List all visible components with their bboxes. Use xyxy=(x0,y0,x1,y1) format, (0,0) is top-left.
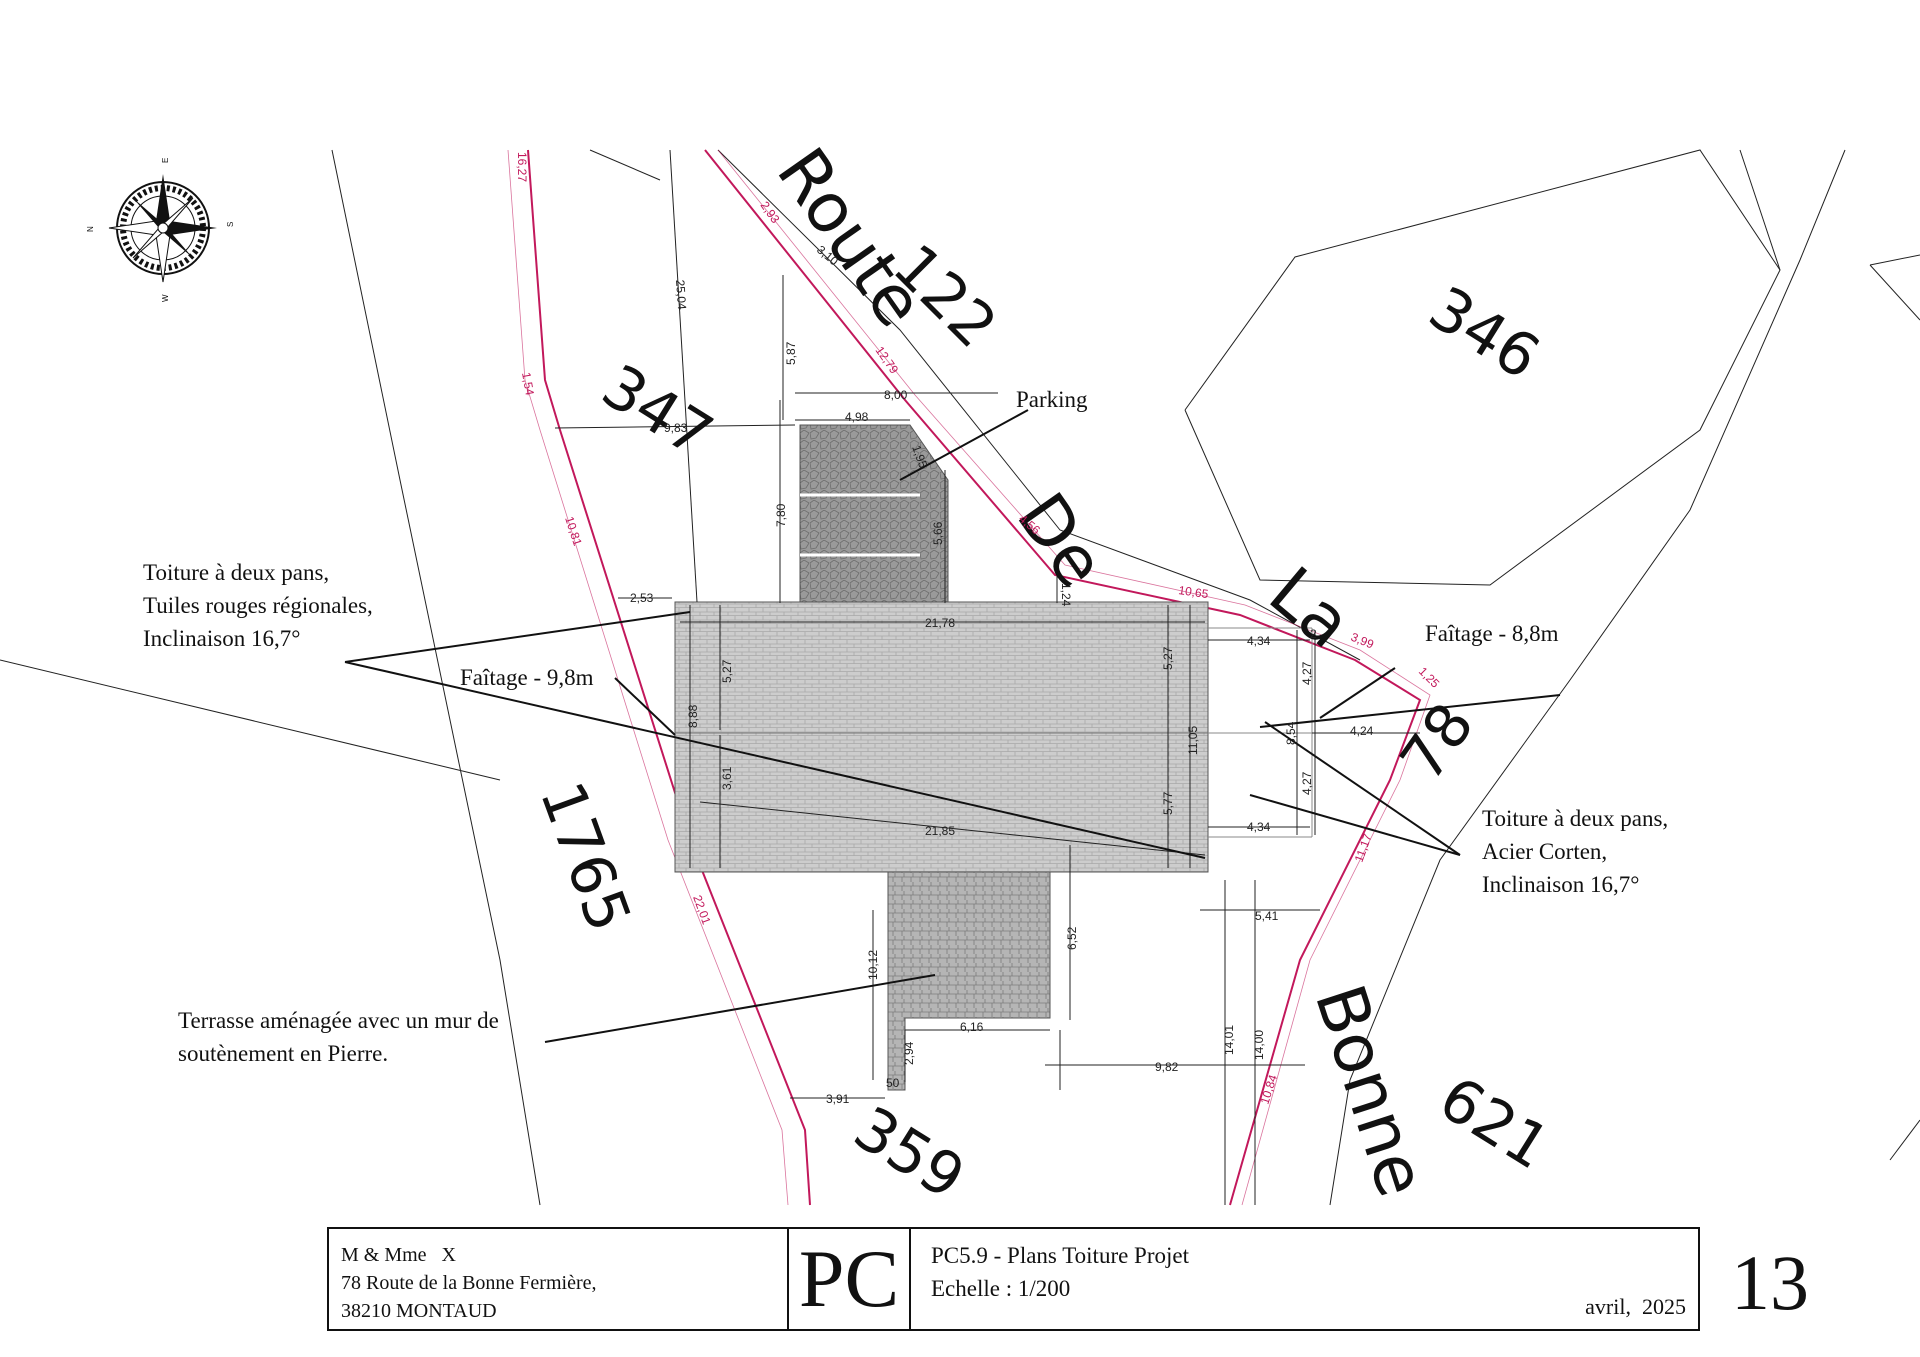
dim-label: 5,27 xyxy=(1161,646,1175,670)
document-scale: Echelle : 1/200 xyxy=(931,1276,1071,1301)
dim-label: 7,80 xyxy=(774,503,788,527)
terrace-note-1: Terrasse aménagée avec un mur de xyxy=(178,1008,499,1033)
dim-label: 4,24 xyxy=(1350,724,1374,738)
boundary-dim-label: 1,54 xyxy=(519,371,537,397)
dim-label: 4,27 xyxy=(1300,771,1314,795)
dim-label: 5,66 xyxy=(931,521,945,545)
dim-label: 11,05 xyxy=(1186,726,1200,755)
dim-label: 3,91 xyxy=(826,1092,850,1106)
road-word-bonne: Bonne xyxy=(1299,976,1441,1206)
roof-left-note-2: Tuiles rouges régionales, xyxy=(143,593,373,618)
dim-label: 4,98 xyxy=(845,410,869,424)
dim-label: 10,12 xyxy=(866,950,880,980)
boundary-dim-label: 11,17 xyxy=(1352,832,1375,864)
dim-label: 1,24 xyxy=(1059,583,1073,607)
dim-label: 14,00 xyxy=(1252,1030,1266,1060)
faitage-main-label: Faîtage - 9,8m xyxy=(460,665,594,690)
compass-w-label: W xyxy=(161,294,170,302)
main-roof xyxy=(674,601,1313,873)
dim-label: 14,01 xyxy=(1222,1025,1236,1055)
parcel-78: 78 xyxy=(1387,691,1488,794)
dim-label: 6,52 xyxy=(1065,926,1079,950)
boundary-dim-label: 10,65 xyxy=(1178,583,1210,601)
dim-label: 8,54 xyxy=(1284,721,1298,745)
dim-label: 50 xyxy=(886,1076,900,1090)
document-code: PC xyxy=(789,1229,911,1329)
dim-label: 4,34 xyxy=(1247,634,1271,648)
dim-label: 9,83 xyxy=(664,421,688,435)
compass-rose-icon xyxy=(108,174,217,283)
parcel-346: 346 xyxy=(1417,273,1551,393)
dim-label: 21,78 xyxy=(925,616,955,630)
dimension-lines xyxy=(554,149,1420,1205)
dim-label: 5,77 xyxy=(1161,791,1175,815)
owner-name: M & Mme X xyxy=(341,1244,456,1266)
faitage-right-label: Faîtage - 8,8m xyxy=(1425,621,1559,646)
boundary-dim-label: 12,79 xyxy=(873,344,902,377)
roof-right-note-2: Acier Corten, xyxy=(1482,839,1607,864)
dim-label: 4,34 xyxy=(1247,820,1271,834)
compass-s-label: S xyxy=(226,222,235,227)
document-title: PC5.9 - Plans Toiture Projet xyxy=(931,1243,1189,1268)
owner-address-line-2: 38210 MONTAUD xyxy=(341,1300,497,1322)
compass-e-label: E xyxy=(161,158,170,163)
dim-label: 2,94 xyxy=(902,1041,916,1065)
parcel-1765: 1765 xyxy=(526,773,644,940)
boundary-dim-label: 22,01 xyxy=(690,893,714,926)
roof-left-note-1: Toiture à deux pans, xyxy=(143,560,329,585)
page-number: 13 xyxy=(1731,1239,1809,1326)
compass-n-label: N xyxy=(86,226,95,232)
dim-label: 25,04 xyxy=(673,279,689,310)
dimension-labels: 25,04 3,10 5,87 8,00 4,98 9,83 1,95 7,80… xyxy=(630,243,1374,1106)
boundary-dim-label: 10,84 xyxy=(1258,1073,1281,1106)
dim-label: 8,88 xyxy=(686,704,700,728)
document-date: avril, 2025 xyxy=(1585,1294,1686,1319)
dim-label: 2,53 xyxy=(630,591,654,605)
document-info: PC5.9 - Plans Toiture Projet Echelle : 1… xyxy=(911,1229,1698,1329)
boundary-dim-label: 10,81 xyxy=(562,515,585,548)
parcel-621: 621 xyxy=(1427,1063,1561,1183)
leader-lines xyxy=(344,409,1561,1043)
roof-right-note-3: Inclinaison 16,7° xyxy=(1482,872,1639,897)
dim-label: 9,82 xyxy=(1155,1060,1179,1074)
title-block: M & Mme X 78 Route de la Bonne Fermière,… xyxy=(327,1227,1700,1331)
roof-left-note-3: Inclinaison 16,7° xyxy=(143,626,300,651)
dim-label: 5,87 xyxy=(784,341,798,365)
dim-label: 5,41 xyxy=(1255,909,1279,923)
parking-area xyxy=(799,424,949,604)
dim-label: 5,27 xyxy=(720,659,734,683)
boundary-dim-label: 16,27 xyxy=(515,152,529,182)
dim-label: 2 xyxy=(1310,627,1317,641)
property-boundary xyxy=(507,149,1431,1206)
road-word-la: La xyxy=(1254,553,1366,665)
dim-label: 4,27 xyxy=(1300,661,1314,685)
boundary-dim-label: 3,99 xyxy=(1349,630,1376,652)
owner-address-line-1: 78 Route de la Bonne Fermière, xyxy=(341,1272,597,1294)
boundary-dim-label: 1,25 xyxy=(1416,664,1443,691)
dim-label: 21,85 xyxy=(925,824,955,838)
dim-label: 3,61 xyxy=(720,766,734,790)
parcel-347: 347 xyxy=(590,351,724,471)
parcel-359: 359 xyxy=(842,1093,976,1213)
terrace-note-2: soutènement en Pierre. xyxy=(178,1041,388,1066)
cadastral-lines xyxy=(0,149,1920,1206)
roof-right-note-1: Toiture à deux pans, xyxy=(1482,806,1668,831)
parking-label: Parking xyxy=(1016,387,1088,412)
dim-label: 6,16 xyxy=(960,1020,984,1034)
road-word-route: Route xyxy=(761,134,939,341)
dim-label: 8,00 xyxy=(884,388,908,402)
owner-block: M & Mme X 78 Route de la Bonne Fermière,… xyxy=(329,1229,789,1329)
